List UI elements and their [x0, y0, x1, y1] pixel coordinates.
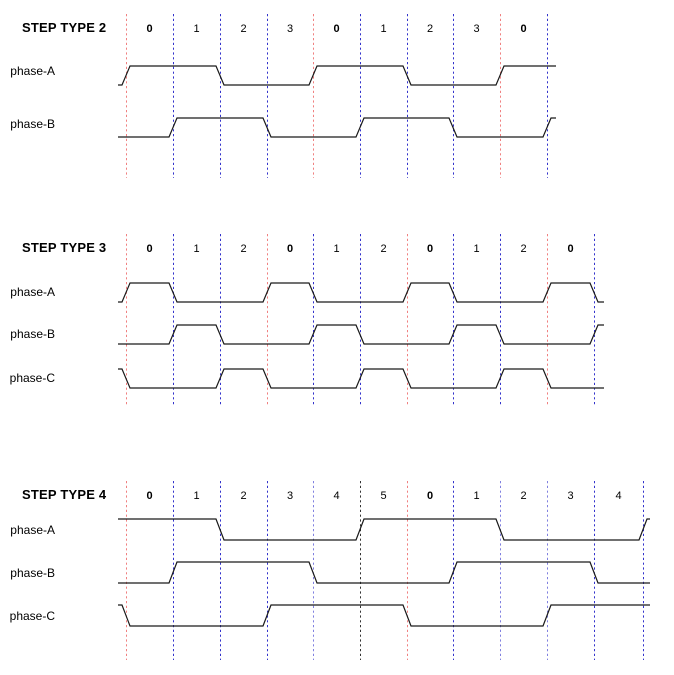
step-number: 0 — [286, 243, 294, 255]
waveform-phase-A — [118, 65, 556, 86]
step-number: 1 — [193, 243, 200, 255]
waveform-phase-A — [118, 518, 650, 541]
diagram-title-step-type-3: STEP TYPE 3 — [22, 240, 107, 255]
step-number: 0 — [146, 23, 153, 35]
step-number: 4 — [333, 490, 340, 502]
phase-label-phase-B-step-type-3: phase-B — [10, 327, 55, 341]
phase-label-phase-A-step-type-4: phase-A — [10, 523, 55, 537]
waveform-phase-B — [118, 324, 604, 345]
step-number: 2 — [240, 243, 247, 255]
step-number: 3 — [286, 490, 294, 502]
step-number: 0 — [146, 490, 153, 502]
step-number: 1 — [380, 23, 387, 35]
step-number: 0 — [333, 23, 340, 35]
phase-label-phase-A-step-type-2: phase-A — [10, 64, 55, 78]
step-number: 2 — [240, 490, 247, 502]
step-number: 1 — [193, 490, 200, 502]
step-number: 0 — [146, 243, 153, 255]
waveform-phase-C — [118, 368, 604, 389]
phase-label-phase-B-step-type-4: phase-B — [10, 566, 55, 580]
diagram-title-step-type-4: STEP TYPE 4 — [22, 487, 107, 502]
step-number: 3 — [567, 490, 574, 502]
step-number: 0 — [567, 243, 574, 255]
phase-label-phase-A-step-type-3: phase-A — [10, 285, 55, 299]
step-number: 2 — [426, 23, 434, 35]
step-number: 5 — [380, 490, 387, 502]
step-number: 1 — [193, 23, 200, 35]
phase-label-phase-C-step-type-3: phase-C — [9, 371, 55, 385]
step-number: 1 — [473, 243, 480, 255]
waveform-phase-C — [118, 604, 650, 627]
step-number: 2 — [240, 23, 247, 35]
step-number: 0 — [426, 243, 434, 255]
step-number: 2 — [520, 243, 527, 255]
step-number: 1 — [473, 490, 480, 502]
waveform-phase-B — [118, 117, 556, 138]
step-number: 2 — [520, 490, 527, 502]
phase-label-phase-B-step-type-2: phase-B — [10, 117, 55, 131]
step-number: 4 — [615, 490, 622, 502]
step-number: 1 — [333, 243, 340, 255]
step-number: 3 — [473, 23, 480, 35]
waveform-phase-A — [118, 282, 604, 303]
step-number: 2 — [380, 243, 387, 255]
step-number: 0 — [426, 490, 434, 502]
diagram-title-step-type-2: STEP TYPE 2 — [22, 20, 107, 35]
step-number: 3 — [286, 23, 294, 35]
phase-label-phase-C-step-type-4: phase-C — [9, 609, 55, 623]
waveform-phase-B — [118, 561, 650, 584]
step-number: 0 — [520, 23, 527, 35]
